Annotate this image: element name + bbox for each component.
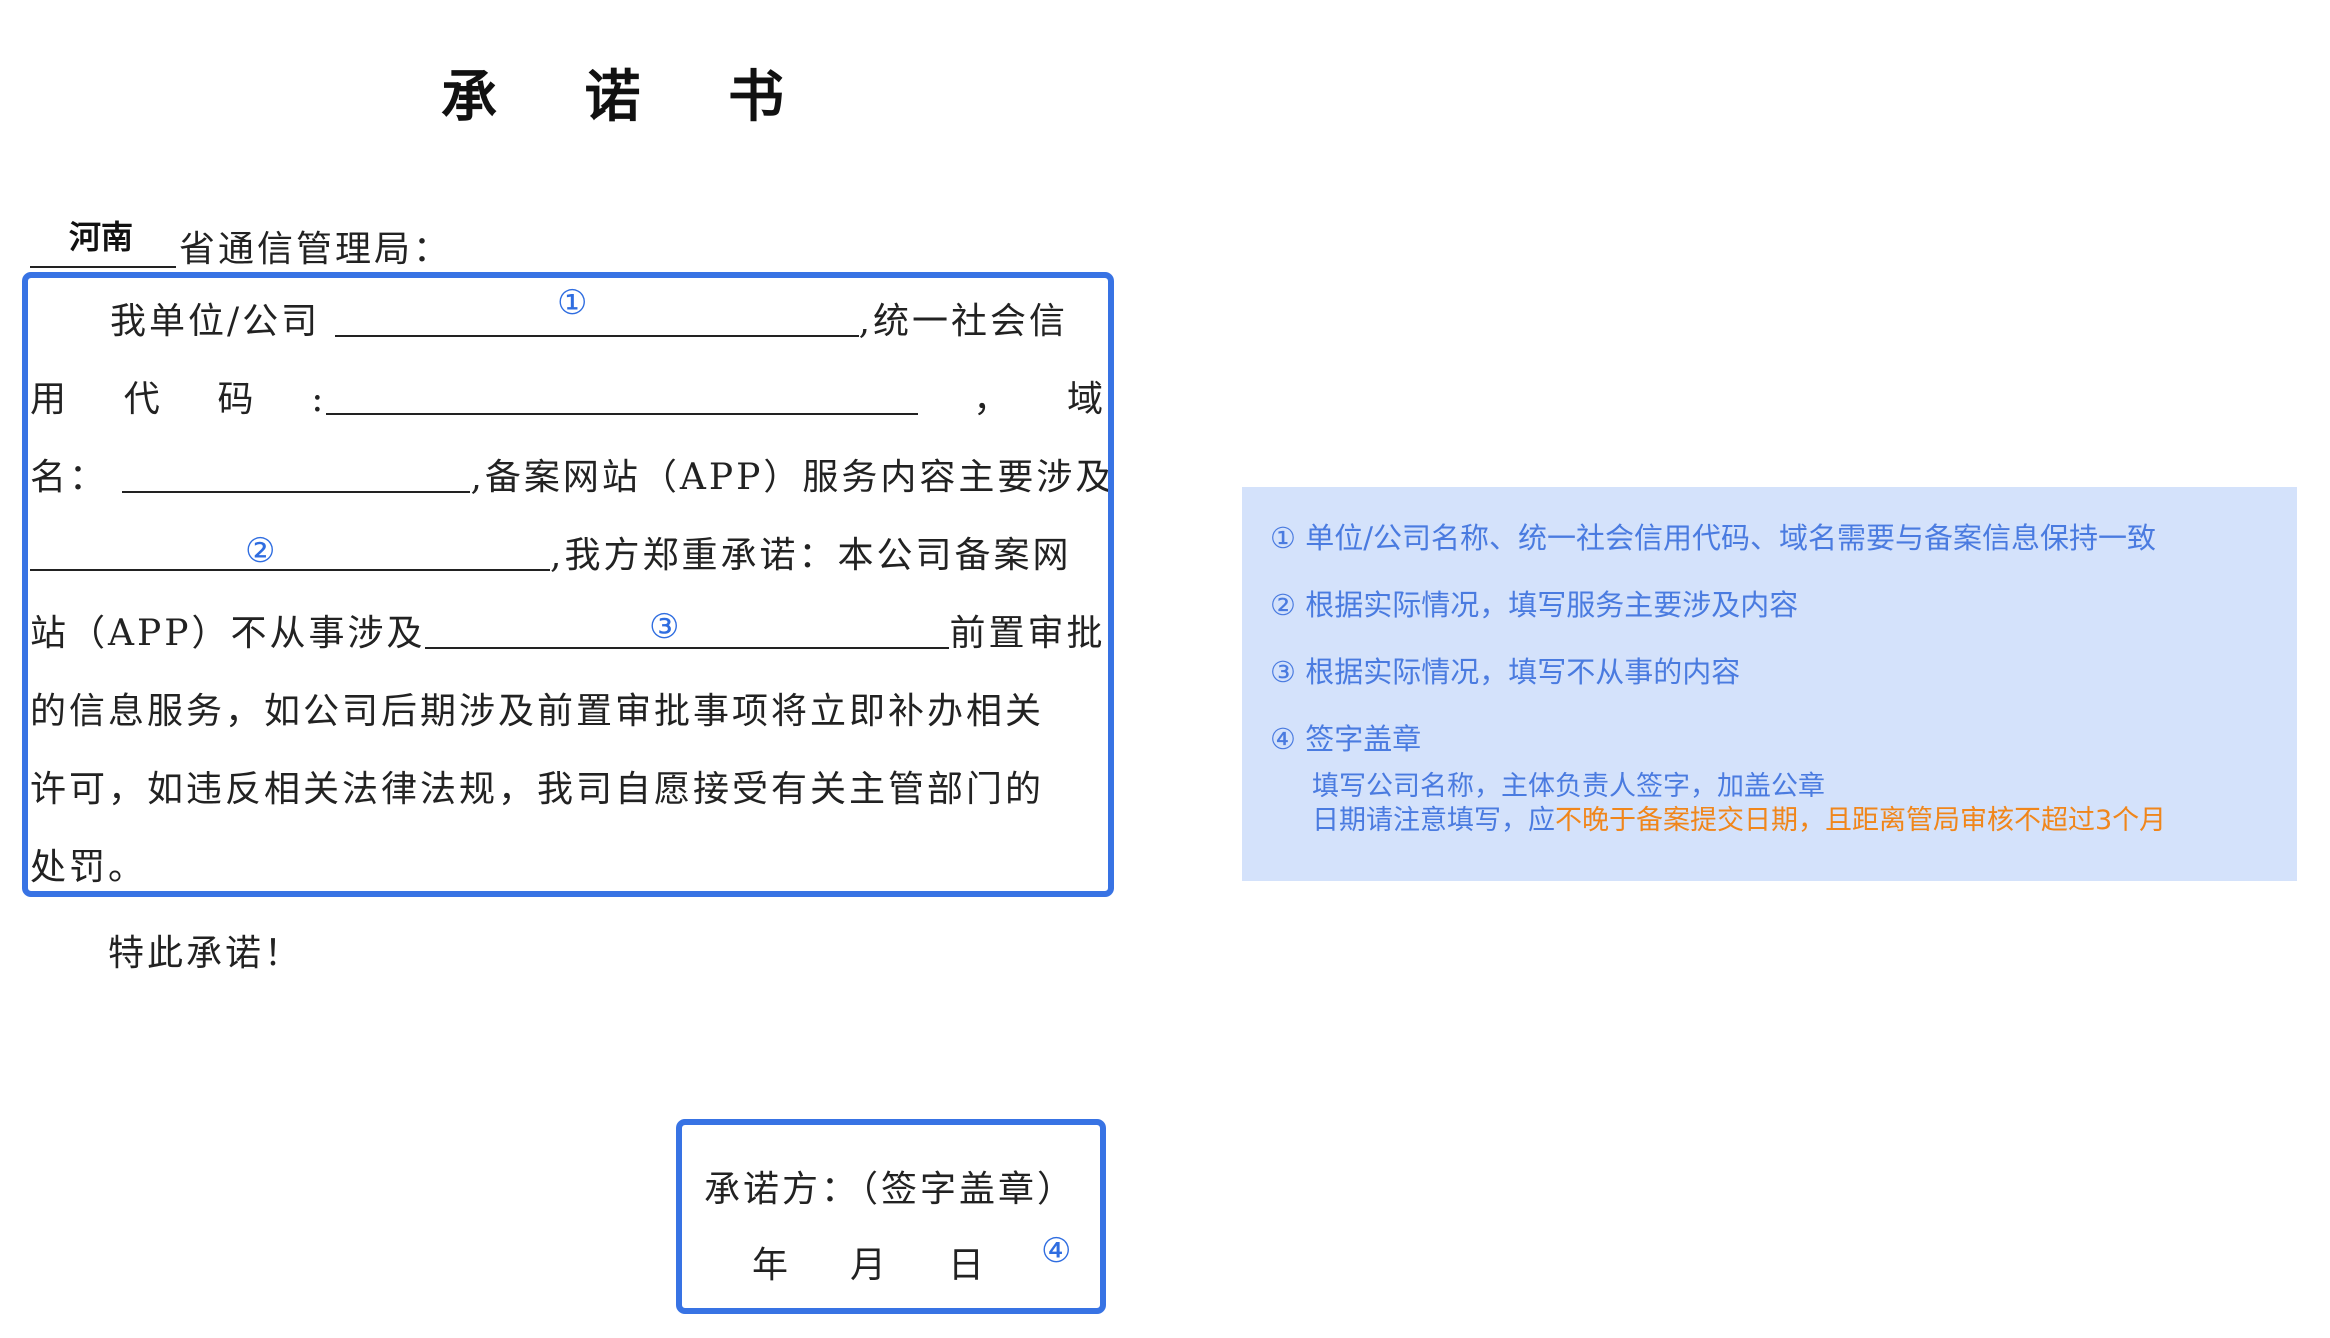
comma: ， xyxy=(973,379,1013,420)
instruction-panel: ① 单位/公司名称、统一社会信用代码、域名需要与备案信息保持一致 ② 根据实际情… xyxy=(1242,487,2297,881)
marker-2: ② xyxy=(245,531,276,571)
service-content-blank xyxy=(30,525,550,571)
province-value: 河南 xyxy=(69,218,134,256)
not-engaged-blank xyxy=(425,603,950,649)
domain-label-part2: 名： xyxy=(30,457,109,498)
guide-warning-text: 不晚于备案提交日期，且距离管局审核不超过3个月 xyxy=(1555,805,2167,836)
credit-code-char: 码 xyxy=(217,379,257,420)
domain-blank xyxy=(122,447,471,493)
body-line-2: 用 代 码 : ， 域 xyxy=(30,361,1106,439)
day-label: 日 xyxy=(948,1245,985,1286)
month-label: 月 xyxy=(850,1245,887,1286)
guide-sub-2: 日期请注意填写，应不晚于备案提交日期，且距离管局审核不超过3个月 xyxy=(1312,804,2166,838)
guide-item-4: ④ 签字盖章 xyxy=(1270,722,1422,756)
date-line: 年月日 xyxy=(752,1236,1046,1288)
marker-4: ④ xyxy=(1041,1231,1072,1271)
credit-code-label-part1: ,统一社会信 xyxy=(858,301,1069,342)
body-line-3: 名： ,备案网站（APP）服务内容主要涉及 xyxy=(30,439,1111,517)
guide-item-1: ① 单位/公司名称、统一社会信用代码、域名需要与备案信息保持一致 xyxy=(1270,521,2156,555)
guide-sub-1: 填写公司名称，主体负责人签字，加盖公章 xyxy=(1312,771,1825,802)
credit-code-blank xyxy=(326,369,919,415)
credit-code-colon: : xyxy=(311,379,327,420)
marker-1: ① xyxy=(557,283,588,323)
commitment-text: ,我方郑重承诺：本公司备案网 xyxy=(550,535,1072,576)
domain-label-part1: 域 xyxy=(1066,379,1106,420)
marker-3: ③ xyxy=(649,607,680,647)
guide-item-2: ② 根据实际情况，填写服务主要涉及内容 xyxy=(1270,588,1799,622)
credit-code-char: 用 xyxy=(30,379,70,420)
addressee-text: 省通信管理局： xyxy=(179,229,453,270)
year-label: 年 xyxy=(752,1245,789,1286)
not-engaged-label: 站（APP）不从事涉及 xyxy=(30,613,426,654)
service-content-label: ,备案网站（APP）服务内容主要涉及 xyxy=(470,457,1115,498)
body-line-1: 我单位/公司 ,统一社会信 xyxy=(30,283,1106,361)
pre-approval-text: 前置审批 xyxy=(949,613,1106,654)
credit-code-char: 代 xyxy=(123,379,163,420)
signature-highlight-frame xyxy=(676,1119,1106,1314)
body-line-8: 处罚。 xyxy=(30,847,148,888)
province-blank xyxy=(30,206,176,268)
commitment-body: 我单位/公司 ,统一社会信 用 代 码 : ， 域 名： ,备案网站（APP）服… xyxy=(30,283,1111,907)
company-name-blank xyxy=(334,291,859,337)
body-line-7: 许可，如违反相关法律法规，我司自愿接受有关主管部门的 xyxy=(30,769,1045,810)
body-line-6: 的信息服务，如公司后期涉及前置审批事项将立即补办相关 xyxy=(30,691,1045,732)
body-highlight-frame xyxy=(22,272,1114,897)
body-line-4: ,我方郑重承诺：本公司备案网 xyxy=(30,517,1106,595)
body-line-5: 站（APP）不从事涉及 前置审批 xyxy=(30,595,1106,673)
company-label: 我单位/公司 xyxy=(110,301,321,342)
guide-sub-2-prefix: 日期请注意填写，应 xyxy=(1312,805,1555,836)
closing-text: 特此承诺！ xyxy=(108,933,304,974)
signature-label: 承诺方：（签字盖章） xyxy=(704,1169,1077,1210)
guide-item-3: ③ 根据实际情况，填写不从事的内容 xyxy=(1270,655,1741,689)
document-title: 承 诺 书 xyxy=(441,64,818,130)
